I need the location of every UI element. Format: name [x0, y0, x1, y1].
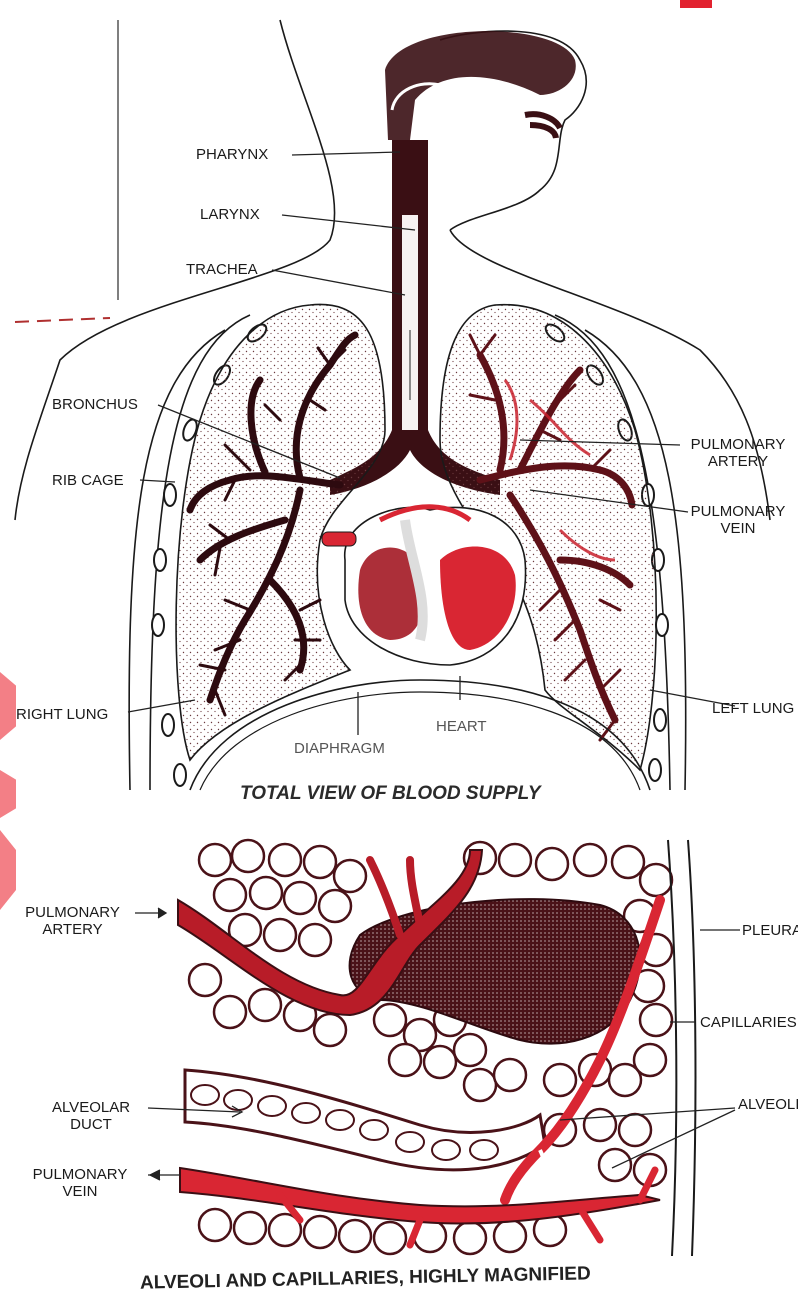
label-line: PULMONARY — [20, 1166, 140, 1183]
label-pulmonary-vein-top: PULMONARY VEIN — [688, 503, 788, 537]
label-bronchus: BRONCHUS — [52, 396, 138, 413]
label-line: ARTERY — [10, 921, 135, 938]
label-pulmonary-artery-bottom: PULMONARY ARTERY — [10, 904, 135, 938]
label-pulmonary-vein-bottom: PULMONARY VEIN — [20, 1166, 140, 1200]
label-line: DUCT — [36, 1116, 146, 1133]
label-larynx: LARYNX — [200, 206, 260, 223]
label-capillaries: CAPILLARIES — [700, 1014, 797, 1031]
scan-red-mark — [680, 0, 712, 8]
label-line: PULMONARY — [688, 503, 788, 520]
label-alveolar-duct: ALVEOLAR DUCT — [36, 1099, 146, 1133]
heart-vessel — [322, 532, 356, 546]
label-pulmonary-artery-top: PULMONARY ARTERY — [688, 436, 788, 470]
label-left-lung: LEFT LUNG — [712, 700, 794, 717]
label-line: PULMONARY — [688, 436, 788, 453]
scan-margin-marks — [15, 20, 118, 322]
label-line: ARTERY — [688, 453, 788, 470]
label-right-lung: RIGHT LUNG — [16, 706, 108, 723]
label-line: ALVEOLAR — [36, 1099, 146, 1116]
label-rib-cage: RIB CAGE — [52, 472, 124, 489]
label-pharynx: PHARYNX — [196, 146, 268, 163]
label-alveoli: ALVEOLI — [738, 1096, 798, 1113]
mouth-mark — [525, 114, 560, 138]
bottom-illustration — [178, 838, 695, 1256]
label-pleura: PLEURA — [742, 922, 798, 939]
label-line: PULMONARY — [10, 904, 135, 921]
caption-top: TOTAL VIEW OF BLOOD SUPPLY — [240, 783, 541, 805]
label-diaphragm: DIAPHRAGM — [294, 740, 385, 757]
label-heart: HEART — [436, 718, 487, 735]
label-line: VEIN — [20, 1183, 140, 1200]
label-trachea: TRACHEA — [186, 261, 258, 278]
label-line: VEIN — [688, 520, 788, 537]
